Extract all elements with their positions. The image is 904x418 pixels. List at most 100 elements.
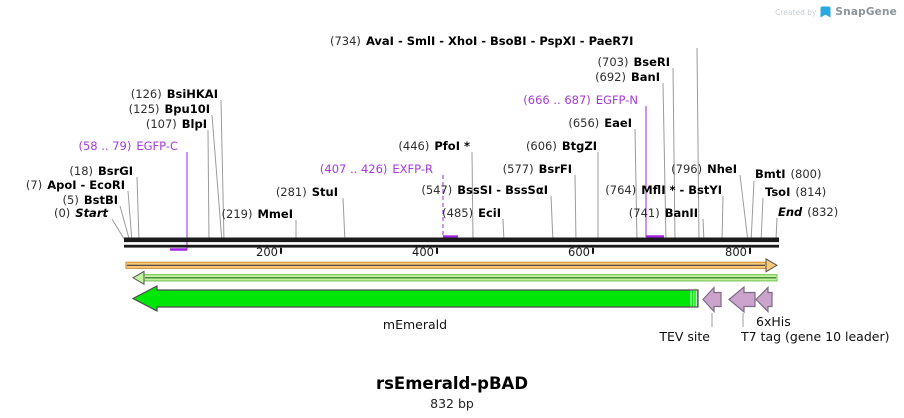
site-position: (703) (597, 55, 629, 69)
site-position: (126) (130, 87, 162, 101)
sequence-bar-bottom (124, 244, 779, 248)
site-name: BlpI (181, 117, 207, 131)
site-position: (692) (595, 70, 626, 84)
leader-line-bmti (750, 180, 755, 243)
site-position: (125) (128, 102, 160, 116)
enzyme-site-label-mmei: (219)MmeI (222, 208, 293, 221)
site-name: Start (75, 206, 108, 220)
site-position: (764) (605, 183, 637, 197)
feature-label-t7-tag-gene-10-leader: T7 tag (gene 10 leader) (741, 329, 890, 344)
snapgene-brand-text: SnapGene (835, 6, 897, 18)
site-name: EaeI (604, 116, 632, 130)
leader-line-eaei (634, 128, 638, 243)
enzyme-site-label-blpi: (107) BlpI (146, 118, 207, 131)
ruler-tick-label: 600 (568, 245, 590, 259)
site-position: (407 .. 426) (319, 162, 388, 176)
ruler-tick-label: 800 (725, 245, 747, 259)
leader-line-start (111, 218, 127, 243)
forward-orf-arrowhead (765, 258, 778, 273)
site-name: EGFP-C (136, 139, 178, 153)
site-name: BanII (664, 206, 698, 220)
leader-line-bpu10i (211, 114, 223, 243)
site-name: BstBI (83, 193, 118, 207)
enzyme-site-label-bsrgi: (18) BsrGI (69, 165, 133, 178)
site-position: (577) (502, 162, 534, 176)
enzyme-site-label-nhei: (796)NheI (671, 163, 737, 176)
site-name: BanI (631, 70, 660, 84)
enzyme-site-label-stui: (281)StuI (276, 186, 338, 199)
site-position: (485) (442, 206, 474, 220)
site-name: EGFP-N (595, 93, 638, 107)
site-position: (18) (69, 164, 93, 178)
feature-arrow-memerald (131, 285, 699, 312)
leader-line-bsrfi (574, 174, 577, 243)
site-name: PfoI * (434, 139, 470, 153)
site-position: (107) (145, 117, 177, 131)
leader-line-bani (662, 82, 667, 243)
leader-line-blpi (207, 129, 210, 243)
reverse-orf-arrowhead (132, 270, 145, 286)
site-position: (796) (671, 162, 703, 176)
enzyme-site-label-bani: (692) BanI (595, 71, 660, 84)
site-position: (446) (398, 139, 430, 153)
site-position: (741) (628, 206, 660, 220)
ruler-tick-label: 400 (412, 245, 434, 259)
site-position: (7) (25, 178, 43, 192)
enzyme-site-label-avai-smli-xhoi-bsobi-pspxi-paer7i: (734)AvaI - SmlI - XhoI - BsoBI - PspXI … (330, 35, 633, 48)
site-name: ApoI - EcoRI (47, 178, 125, 192)
enzyme-site-label-bmti: BmtI(800) (755, 168, 821, 181)
site-name: BsrGI (98, 164, 133, 178)
feature-label-6xhis: 6xHis (756, 314, 791, 329)
enzyme-site-label-pfoi: (446) PfoI * (398, 140, 470, 153)
leader-line-bsrgi (136, 176, 140, 243)
site-name: BseRI (633, 55, 670, 69)
enzyme-site-label-ecii: (485) EciI (442, 207, 501, 220)
feature-arrow-t7-tag-gene-10-leader (728, 285, 756, 314)
leader-line-bstbi (119, 205, 131, 243)
leader-line-nhei (739, 174, 749, 243)
leader-line-apoi-ecori (127, 190, 133, 243)
created-by-text: Created by (775, 7, 817, 17)
site-position: (832) (807, 205, 839, 219)
enzyme-site-label-mfli-bstyi: (764)MflI * - BstYI (605, 184, 722, 197)
leader-line-pfoi (471, 151, 474, 243)
enzyme-site-label-apoi-ecori: (7) ApoI - EcoRI (26, 179, 125, 192)
feature-label-memerald: mEmerald (382, 317, 448, 332)
enzyme-site-label-bpu10i: (125)Bpu10I (129, 103, 210, 116)
site-name: MmeI (257, 207, 293, 221)
enzyme-site-label-start: (0)Start (54, 207, 108, 220)
enzyme-site-label-btgzi: (606) BtgZI (526, 140, 597, 153)
site-name: End (778, 205, 803, 219)
enzyme-site-label-tsoi: TsoI(814) (765, 186, 826, 199)
sequence-bar-top (124, 237, 779, 243)
site-name: BsrFI (538, 162, 572, 176)
plasmid-title: rsEmerald-pBAD (375, 374, 529, 393)
leader-line-mfli-bstyi (721, 195, 724, 243)
enzyme-site-label-bsssi-bsss-i: (547) BssSI - BssSαI (421, 184, 548, 197)
feature-arrow-tev-site (702, 285, 722, 314)
site-name: BtgZI (561, 139, 597, 153)
site-position: (547) (421, 183, 453, 197)
leader-line-tsoi (760, 197, 764, 243)
title-block: rsEmerald-pBAD 832 bp (0, 374, 904, 411)
ruler-tick-label: 200 (256, 245, 278, 259)
enzyme-site-label-banii: (741) BanII (629, 207, 698, 220)
feature-label-tev-site: TEV site (659, 329, 710, 344)
site-position: (800) (790, 167, 822, 181)
leader-line-end (775, 217, 778, 241)
site-name: BssSI - BssSαI (457, 183, 548, 197)
site-position: (656) (568, 116, 600, 130)
leader-line-avai-smli-xhoi-bsobi-pspxi-paer7i (696, 47, 700, 243)
site-name: StuI (311, 185, 338, 199)
site-position: (58 .. 79) (78, 139, 132, 153)
site-name: EciI (478, 206, 501, 220)
site-name: AvaI - SmlI - XhoI - BsoBI - PspXI - Pae… (365, 34, 634, 48)
enzyme-site-label-exfp-r: (407 .. 426)EXFP-R (320, 163, 433, 176)
plasmid-length: 832 bp (430, 396, 474, 411)
site-position: (606) (525, 139, 557, 153)
enzyme-site-label-bsrfi: (577) BsrFI (503, 163, 572, 176)
feature-hatch-memerald (690, 290, 698, 307)
snapgene-logo-icon (820, 6, 831, 18)
enzyme-site-label-egfp-n: (666 .. 687)EGFP-N (523, 94, 638, 107)
